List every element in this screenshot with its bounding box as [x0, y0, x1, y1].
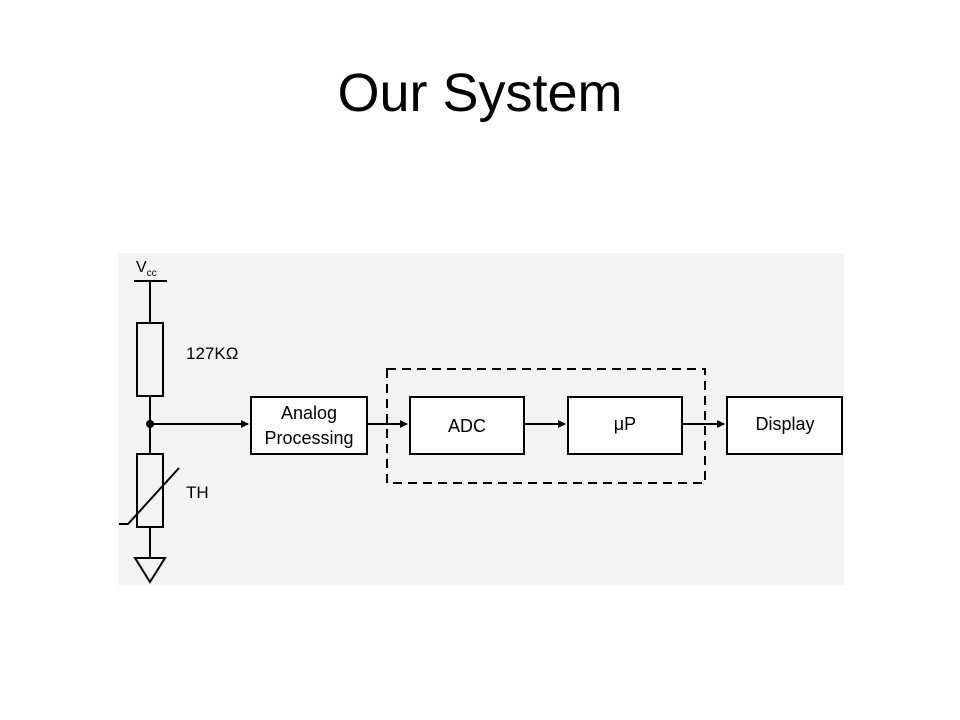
adc-block: [409, 396, 525, 455]
analog-processing-block: [250, 396, 368, 455]
vcc-label-sub: cc: [147, 268, 157, 279]
display-block: [726, 396, 843, 455]
thermistor-slash: [119, 467, 180, 525]
resistor-label: 127KΩ: [186, 344, 238, 363]
analog-processing-label-line2: Processing: [264, 428, 353, 448]
microprocessor-block: [567, 396, 683, 455]
vcc-label-main: V: [136, 259, 147, 276]
thermistor-label: TH: [186, 483, 209, 502]
ground-symbol: [133, 557, 167, 584]
slide-title: Our System: [337, 63, 623, 123]
vcc-label: Vcc: [136, 259, 157, 279]
microprocessor-label: μP: [614, 414, 636, 434]
adc-label: ADC: [448, 416, 486, 436]
dashed-enclosure: [386, 368, 706, 484]
display-label: Display: [755, 414, 814, 434]
analog-processing-label-line1: Analog: [281, 403, 337, 423]
